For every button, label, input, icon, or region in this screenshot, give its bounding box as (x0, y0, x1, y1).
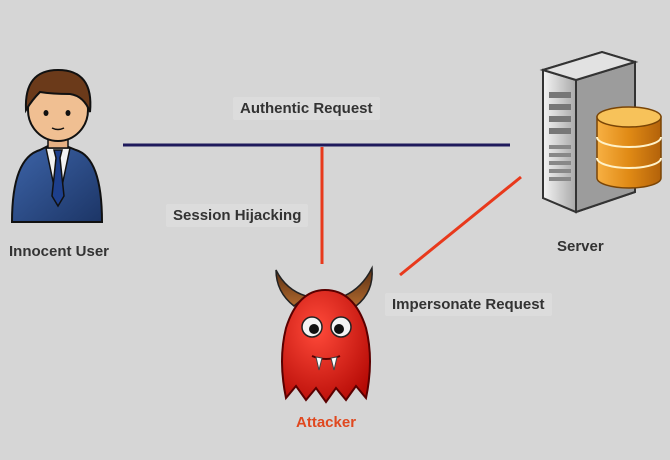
server-label: Server (557, 238, 604, 255)
authentic-request-label: Authentic Request (233, 97, 380, 120)
impersonate-request-line (399, 175, 522, 277)
attacker-label: Attacker (296, 414, 357, 431)
businessman-icon (10, 68, 104, 223)
server-database-icon (539, 50, 662, 214)
red-devil-icon (275, 265, 373, 404)
session-hijacking-label: Session Hijacking (166, 204, 309, 227)
innocent-user-label: Innocent User (9, 243, 110, 260)
impersonate-request-label: Impersonate Request (385, 293, 552, 316)
